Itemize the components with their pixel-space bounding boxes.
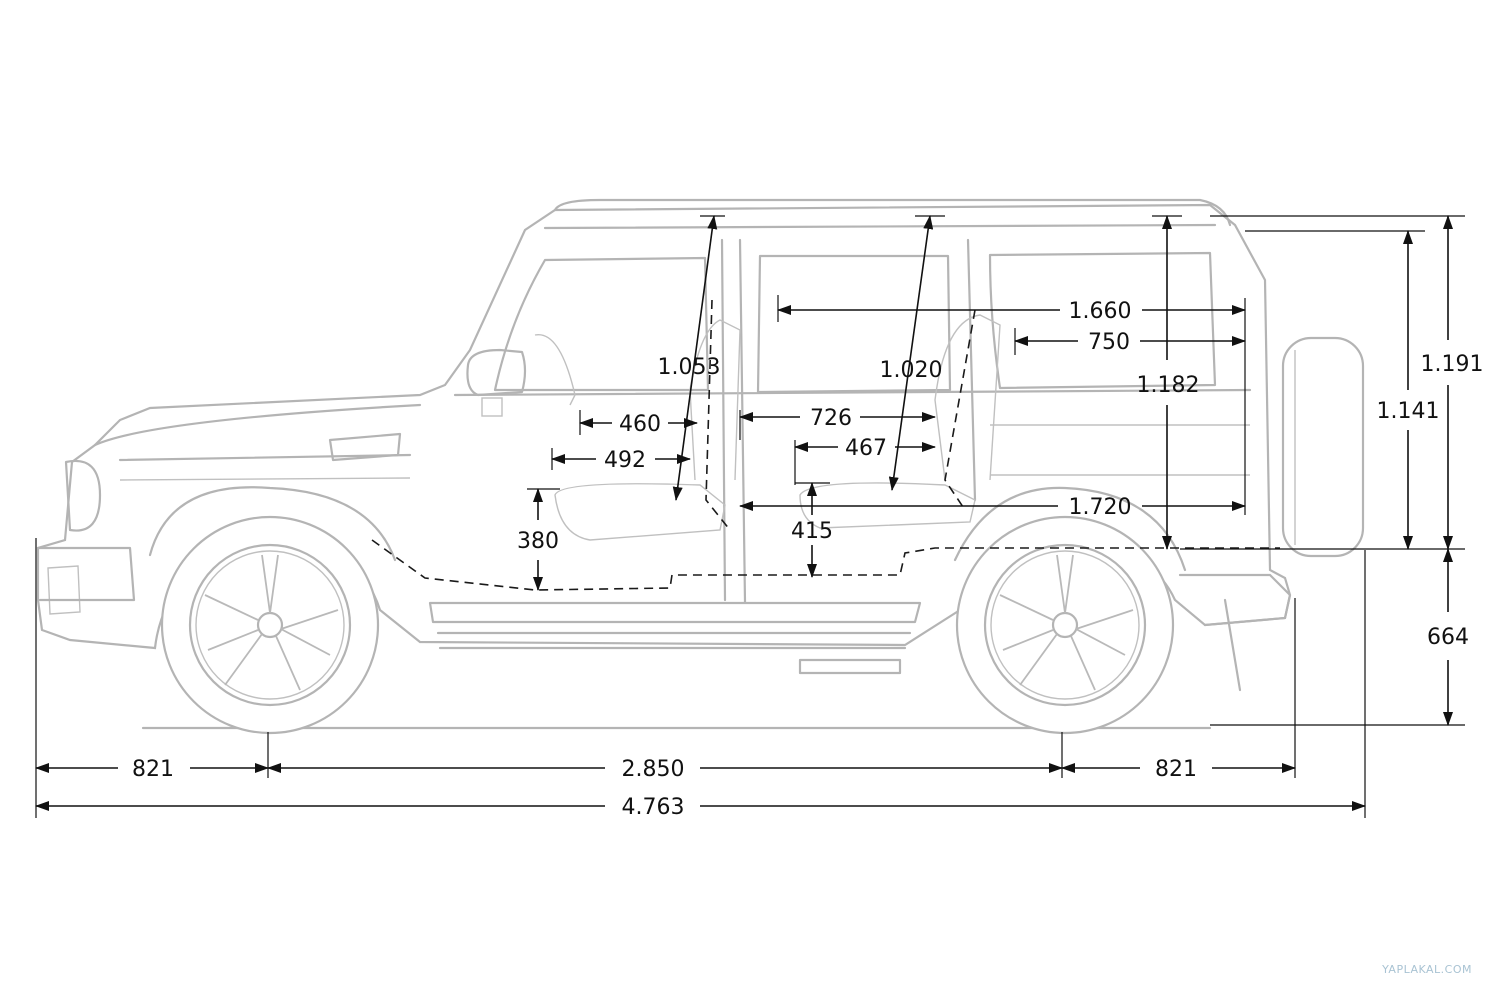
exhaust-pipes xyxy=(798,658,902,675)
hood xyxy=(93,403,422,447)
front-headroom-dimension-line xyxy=(672,215,718,501)
rear-overhang-label: 821 xyxy=(1155,757,1197,782)
overall-length-label: 4.763 xyxy=(622,795,685,820)
rear-seat-height-label: 415 xyxy=(791,519,833,544)
turn-signal xyxy=(328,432,402,462)
total-height-label: 1.191 xyxy=(1421,352,1484,377)
watermark: YAPLAKAL.COM xyxy=(1381,963,1472,976)
running-board xyxy=(428,601,922,624)
dimension-labels: 821 2.850 821 4.763 1.191 1.141 664 1.05… xyxy=(132,299,1483,820)
cargo-window xyxy=(988,251,1217,390)
height-to-tire-top-label: 1.141 xyxy=(1377,399,1440,424)
rear-headroom-dimension-line xyxy=(888,215,934,491)
headlight xyxy=(64,459,102,532)
front-overhang-label: 821 xyxy=(132,757,174,782)
front-seat-height-label: 380 xyxy=(517,529,559,554)
front-legroom-label: 492 xyxy=(604,448,646,473)
ground-to-tire-top-label: 664 xyxy=(1427,625,1469,650)
vehicle-side-view xyxy=(36,198,1365,735)
cargo-length-upper-label: 1.660 xyxy=(1069,299,1132,324)
wheelbase-label: 2.850 xyxy=(622,757,685,782)
front-grille xyxy=(47,565,81,615)
rear-entry-width-label: 726 xyxy=(810,406,852,431)
rear-wheel xyxy=(955,515,1175,735)
rear-headroom-label: 1.020 xyxy=(880,358,943,383)
cabin-floor-outline xyxy=(371,539,1280,591)
front-seat-depth-label: 460 xyxy=(619,412,661,437)
cargo-length-rear-label: 750 xyxy=(1088,330,1130,355)
dimension-lines xyxy=(35,215,1453,811)
rear-window xyxy=(756,254,952,394)
spare-wheel xyxy=(1281,336,1365,558)
cargo-height-label: 1.182 xyxy=(1137,373,1200,398)
front-window xyxy=(493,256,710,392)
rear-seat-depth-label: 467 xyxy=(845,436,887,461)
rear-seatback-outline xyxy=(944,309,976,511)
cargo-length-floor-label: 1.720 xyxy=(1069,495,1132,520)
side-mirror xyxy=(466,348,527,397)
front-wheel xyxy=(160,515,380,735)
front-headroom-label: 1.053 xyxy=(658,355,721,380)
steering-wheel xyxy=(534,334,576,406)
